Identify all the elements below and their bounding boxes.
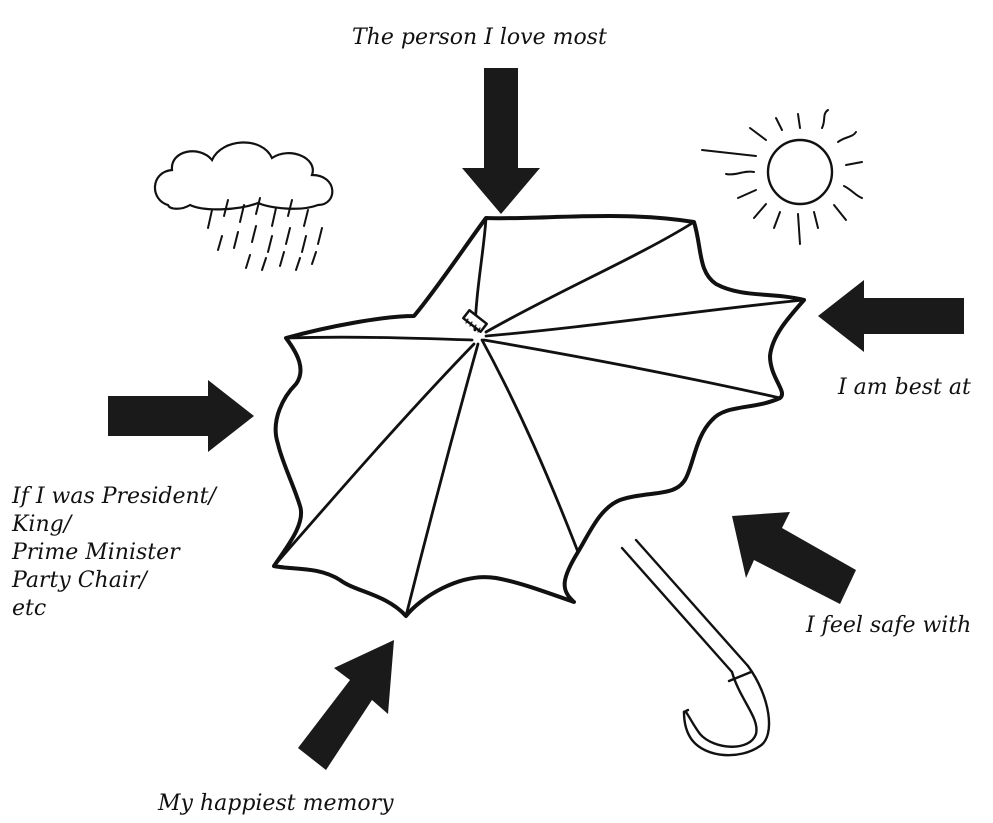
label-line: If I was President/ <box>12 484 216 509</box>
sun-disc <box>766 138 834 206</box>
label-line: Prime Minister <box>12 540 180 565</box>
sun-rays <box>701 109 863 245</box>
arrow-left <box>108 380 254 452</box>
arrow-top <box>462 68 540 214</box>
arrow-bottom <box>298 640 394 770</box>
umbrella-tip <box>462 309 488 333</box>
arrow-right <box>818 280 964 352</box>
umbrella-canopy <box>272 213 806 618</box>
label-line: etc <box>12 596 47 621</box>
cloud-outline <box>153 141 334 211</box>
umbrella-handle <box>620 538 771 757</box>
rain-cloud-icon <box>153 141 334 271</box>
label-line: King/ <box>12 512 72 537</box>
sun-icon <box>701 109 863 245</box>
umbrella-icon <box>272 213 806 757</box>
umbrella-ribs <box>272 216 806 618</box>
rain-drops <box>207 197 323 271</box>
label-if-i-was-president: If I was President/ King/ Prime Minister… <box>12 483 272 623</box>
arrow-bottom-right <box>732 512 856 604</box>
label-person-i-love-most: The person I love most <box>352 25 607 50</box>
label-i-feel-safe-with: I feel safe with <box>806 613 972 638</box>
label-my-happiest-memory: My happiest memory <box>158 791 394 816</box>
label-i-am-best-at: I am best at <box>838 375 971 400</box>
label-line: Party Chair/ <box>12 568 147 593</box>
